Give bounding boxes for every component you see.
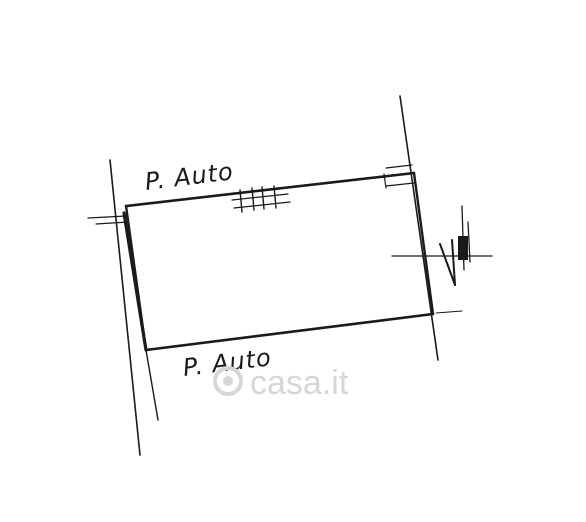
opening-line-b (233, 201, 291, 209)
garage-bottom-wall (144, 312, 435, 352)
garage-right-wall (412, 171, 435, 316)
garage-top-wall (124, 171, 416, 208)
left-tick-1 (87, 215, 127, 219)
opening-tick-1 (239, 189, 243, 213)
north-arrow-left-leg (439, 243, 456, 286)
right-tick (435, 310, 463, 314)
garage-outline (124, 171, 435, 352)
left-wall-outer-line (109, 159, 141, 456)
casa-logo-icon (213, 366, 243, 396)
north-arrow-vertical-2 (467, 221, 471, 263)
watermark-text: casa.it (250, 364, 349, 402)
top-label: P. Auto (143, 157, 235, 196)
top-wall-opening (231, 185, 291, 213)
left-tick-2 (95, 221, 129, 225)
watermark: casa.it (213, 364, 349, 402)
corner-line-3 (385, 164, 413, 169)
north-arrow-block (458, 236, 468, 260)
opening-tick-3 (261, 186, 265, 210)
right-wall (399, 95, 439, 361)
opening-tick-4 (273, 185, 277, 209)
left-ticks (87, 215, 129, 225)
corner-detail (383, 164, 415, 189)
north-arrow-right-leg (451, 239, 456, 286)
opening-tick-2 (251, 187, 255, 211)
corner-line-2 (385, 182, 415, 187)
left-wall-lower-line (145, 349, 159, 421)
garage-left-wall (124, 204, 148, 352)
north-arrow-icon (391, 205, 493, 286)
